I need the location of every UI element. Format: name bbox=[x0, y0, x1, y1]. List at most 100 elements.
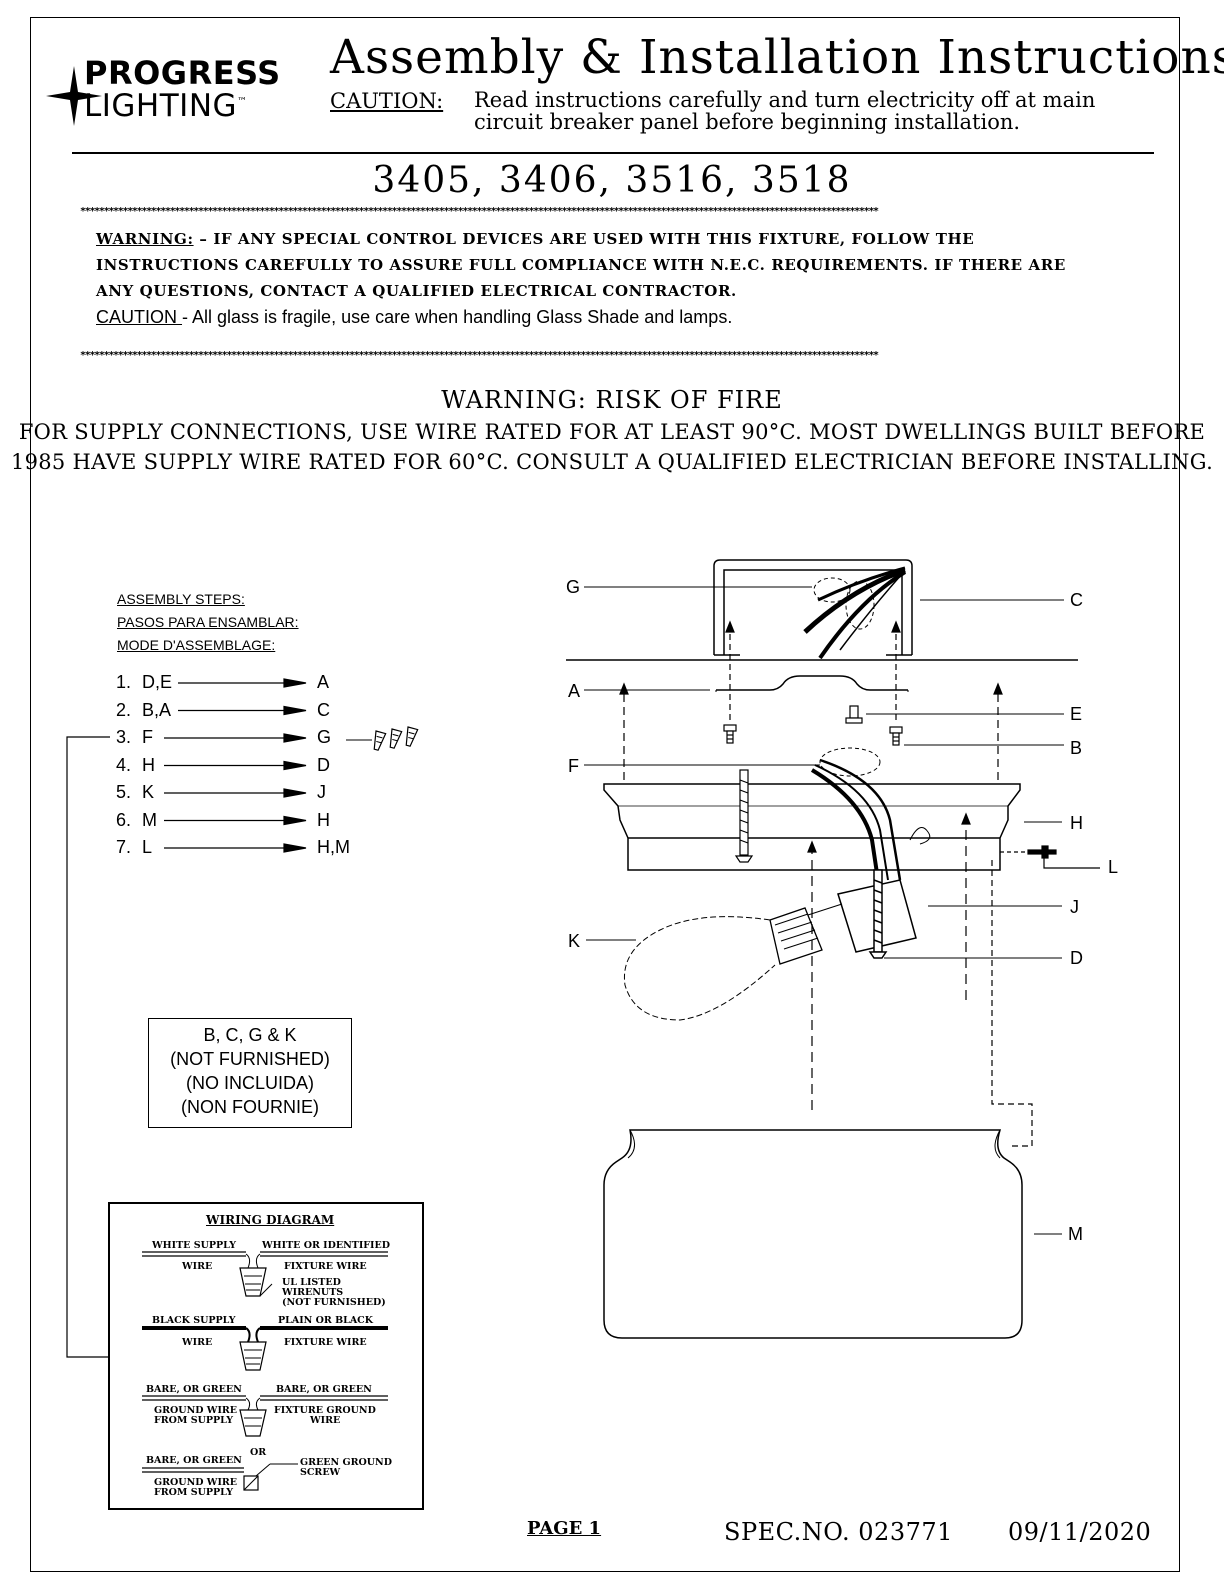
wiring-diagram-drawing bbox=[142, 1251, 388, 1491]
page-number: PAGE 1 bbox=[527, 1518, 602, 1539]
wd-bare-green-2: BARE, OR GREEN bbox=[276, 1384, 372, 1395]
wirenut-icons bbox=[346, 726, 419, 751]
document-date: 09/11/2020 bbox=[1008, 1518, 1152, 1546]
box-arrows bbox=[725, 620, 901, 720]
callout-e: E bbox=[1070, 704, 1083, 724]
wd-screw: SCREW bbox=[300, 1467, 341, 1478]
callout-h: H bbox=[1070, 813, 1083, 833]
wd-ground-wire-2: GROUND WIRE bbox=[154, 1477, 238, 1488]
callout-l: L bbox=[1108, 857, 1119, 877]
assembly-step-from: H bbox=[142, 754, 155, 775]
glass-shade bbox=[603, 1129, 1023, 1339]
outlet-box bbox=[566, 559, 1078, 661]
assembly-step-number: 2. bbox=[116, 699, 132, 720]
assembly-step-number: 3. bbox=[116, 727, 132, 747]
wd-ground-wire-1: GROUND WIRE bbox=[154, 1405, 238, 1416]
canopy bbox=[603, 783, 1021, 871]
step-arrow-head bbox=[283, 760, 307, 771]
wd-green-ground: GREEN GROUND bbox=[300, 1457, 392, 1468]
callout-k: K bbox=[568, 931, 581, 951]
callout-f: F bbox=[568, 756, 579, 776]
step-arrow-head bbox=[283, 678, 307, 688]
callout-leaders bbox=[584, 586, 1064, 1235]
wiring-diagram: WIRING DIAGRAM WHITE SUPPLY WIRE WHITE O… bbox=[108, 1202, 424, 1510]
step-arrow-head bbox=[283, 705, 307, 716]
assembly-step-from: L bbox=[142, 837, 153, 857]
wd-ul-listed: UL LISTED bbox=[282, 1277, 341, 1288]
mounting-strap bbox=[716, 675, 908, 691]
special-controls-warning: WARNING: – IF ANY SPECIAL CONTROL DEVICE… bbox=[96, 230, 1066, 300]
step-arrow-head bbox=[283, 733, 307, 743]
assembly-step-to: H bbox=[317, 809, 330, 830]
assembly-step-from: K bbox=[142, 782, 155, 802]
assembly-step-number: 6. bbox=[116, 809, 132, 830]
callout-j: J bbox=[1070, 897, 1079, 917]
logo-line2: LIGHTING™ bbox=[84, 88, 248, 124]
wiring-reference-line bbox=[66, 736, 110, 1358]
lamp-socket bbox=[837, 869, 917, 959]
wd-fixture-ground: FIXTURE GROUND bbox=[274, 1405, 376, 1416]
assembly-heading-fr: MODE D'ASSEMBLAGE: bbox=[117, 637, 276, 653]
assembly-step-number: 5. bbox=[116, 782, 132, 802]
star-divider-bottom: ****************************************… bbox=[80, 350, 879, 361]
assembly-step-from: D,E bbox=[142, 672, 173, 692]
wd-white-supply: WHITE SUPPLY bbox=[152, 1240, 236, 1251]
logo-line1: PROGRESS bbox=[84, 54, 281, 92]
assembly-step-from: F bbox=[142, 727, 153, 747]
step-arrows bbox=[164, 678, 307, 853]
wd-from-supply-1: FROM SUPPLY bbox=[154, 1415, 234, 1426]
step-arrow-head bbox=[283, 788, 307, 798]
star-logo-icon bbox=[46, 66, 102, 126]
callout-g: G bbox=[566, 577, 581, 597]
assembly-step-number: 1. bbox=[116, 672, 132, 692]
canopy-screw bbox=[734, 769, 754, 863]
wd-wirenuts: WIRENUTS bbox=[282, 1287, 344, 1298]
page-border bbox=[30, 17, 1180, 1572]
assembly-step-to: G bbox=[317, 727, 332, 747]
assembly-heading-en: ASSEMBLY STEPS: bbox=[117, 591, 245, 607]
not-furnished-box: B, C, G & K (NOT FURNISHED) (NO INCLUIDA… bbox=[148, 1018, 352, 1128]
wd-fixture-wire-2: FIXTURE WIRE bbox=[284, 1337, 367, 1348]
assembly-step-to: C bbox=[317, 699, 330, 720]
caution-text: Read instructions carefully and turn ele… bbox=[474, 88, 1096, 134]
light-bulb bbox=[623, 903, 843, 1021]
step-arrow-head bbox=[283, 843, 307, 853]
wd-not-furnished: (NOT FURNISHED) bbox=[282, 1297, 386, 1308]
progress-lighting-logo: PROGRESS LIGHTING™ bbox=[44, 52, 304, 132]
screws bbox=[723, 705, 903, 746]
callout-b: B bbox=[1070, 738, 1083, 758]
star-divider-top: ****************************************… bbox=[80, 206, 879, 217]
supply-wires bbox=[803, 566, 907, 660]
caution-label: CAUTION: bbox=[330, 89, 444, 113]
assembly-step-to: D bbox=[317, 754, 330, 775]
callout-m: M bbox=[1068, 1224, 1083, 1244]
fire-warning-line1: FOR SUPPLY CONNECTIONS, USE WIRE RATED F… bbox=[18, 420, 1206, 444]
callout-a: A bbox=[568, 681, 581, 701]
assembly-step-number: 4. bbox=[116, 754, 132, 775]
wd-from-supply-2: FROM SUPPLY bbox=[154, 1487, 234, 1498]
wd-white-wire: WIRE bbox=[182, 1261, 213, 1272]
document-title: Assembly & Installation Instructions bbox=[330, 30, 1224, 85]
wd-fixture-wire-1: FIXTURE WIRE bbox=[284, 1261, 367, 1272]
thumbscrew bbox=[1000, 845, 1100, 869]
wd-or: OR bbox=[250, 1447, 267, 1458]
callout-c: C bbox=[1070, 590, 1083, 610]
assembly-step-from: B,A bbox=[142, 699, 172, 720]
model-numbers: 3405, 3406, 3516, 3518 bbox=[372, 160, 852, 201]
wd-bare-green-1: BARE, OR GREEN bbox=[146, 1384, 242, 1395]
wd-plain-black: PLAIN OR BLACK bbox=[278, 1315, 374, 1326]
header-divider bbox=[72, 152, 1154, 154]
glass-arrows bbox=[807, 812, 1033, 1147]
assembly-step-from: M bbox=[142, 809, 157, 830]
callout-d: D bbox=[1070, 948, 1083, 968]
assembly-step-to: A bbox=[317, 672, 330, 692]
spec-number: SPEC.NO. 023771 bbox=[724, 1518, 953, 1546]
wd-black-supply: BLACK SUPPLY bbox=[152, 1315, 236, 1326]
wiring-diagram-title: WIRING DIAGRAM bbox=[206, 1213, 335, 1227]
wd-fixture-ground-wire: WIRE bbox=[310, 1415, 341, 1426]
assembly-step-number: 7. bbox=[116, 837, 132, 857]
wd-bare-green-3: BARE, OR GREEN bbox=[146, 1455, 242, 1466]
glass-caution: CAUTION - All glass is fragile, use care… bbox=[96, 307, 733, 327]
assembly-step-to: J bbox=[317, 782, 326, 802]
